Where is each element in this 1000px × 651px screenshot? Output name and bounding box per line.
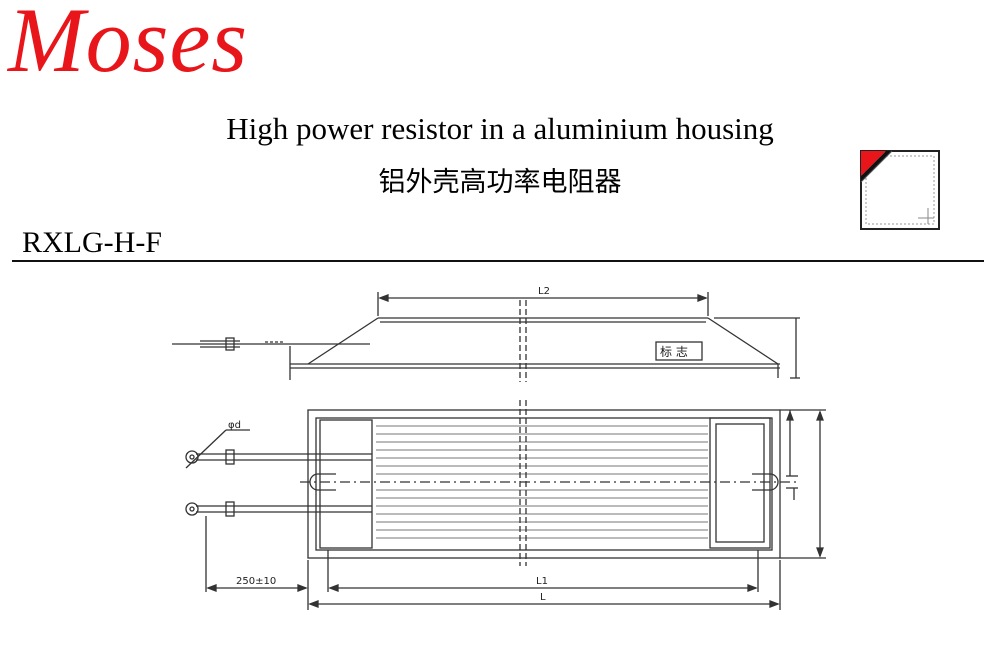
brand-logo-text: Moses bbox=[8, 0, 249, 91]
technical-drawing: L2 标 志 φd 250±10 L1 L bbox=[172, 286, 826, 610]
side-view bbox=[172, 292, 800, 382]
dim-label-wire-length: 250±10 bbox=[236, 576, 276, 587]
title-chinese: 铝外壳高功率电阻器 bbox=[378, 167, 622, 198]
model-code: RXLG-H-F bbox=[22, 226, 162, 259]
title-english: High power resistor in a aluminium housi… bbox=[226, 111, 774, 146]
tag-label: 标 志 bbox=[660, 345, 688, 359]
moses-logo-icon bbox=[860, 150, 940, 230]
dim-label-l1: L1 bbox=[536, 576, 548, 587]
dim-label-l2: L2 bbox=[538, 286, 550, 297]
header-divider bbox=[12, 260, 984, 262]
dim-label-diameter: φd bbox=[228, 420, 241, 431]
dim-label-l: L bbox=[540, 592, 546, 603]
top-view bbox=[185, 400, 826, 610]
